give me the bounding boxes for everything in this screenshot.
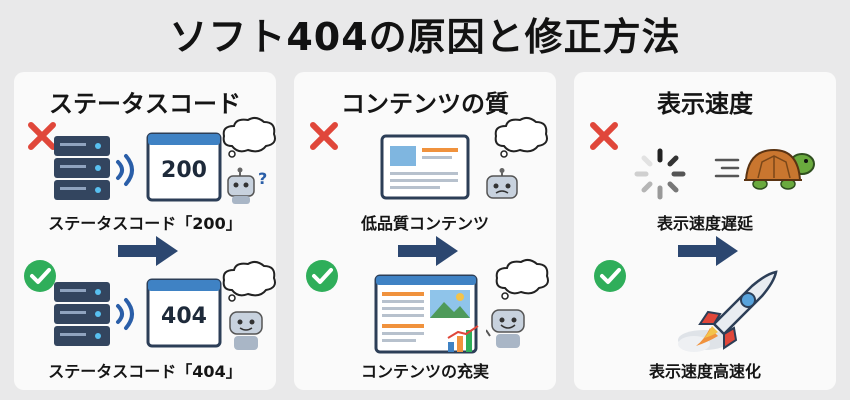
server-icon	[54, 136, 110, 200]
speed-lines-icon	[714, 158, 740, 178]
cross-icon	[310, 122, 338, 150]
page-title: ソフト404の原因と修正方法	[169, 15, 681, 59]
rocket-icon	[678, 270, 778, 352]
status-code-200: 200	[161, 158, 207, 183]
check-icon	[24, 260, 56, 292]
turtle-icon	[744, 148, 815, 190]
panel-display-speed: 表示速度 表示速度遅延	[574, 72, 836, 390]
server-icon	[54, 282, 110, 346]
thought-bubble-icon	[222, 260, 276, 302]
cross-icon	[590, 122, 618, 150]
robot-icon: ?	[227, 167, 267, 204]
robot-icon	[486, 168, 518, 199]
good-caption: ステータスコード「404」	[48, 362, 242, 381]
check-icon	[594, 260, 626, 292]
document-icon	[374, 274, 478, 354]
loading-spinner-icon	[634, 148, 686, 200]
arrow-right-icon	[118, 236, 178, 266]
good-caption: 表示速度高速化	[648, 362, 761, 381]
arrow-right-icon	[678, 236, 738, 266]
cross-icon	[28, 122, 56, 150]
browser-window-icon	[146, 278, 222, 348]
thought-bubble-icon	[222, 116, 276, 158]
status-code-404: 404	[161, 304, 207, 329]
panel-heading: 表示速度	[657, 90, 753, 118]
check-icon	[306, 260, 338, 292]
thought-bubble-icon	[494, 116, 548, 158]
wifi-icon	[116, 298, 134, 330]
chart-icon	[447, 325, 479, 352]
browser-window-icon	[146, 132, 222, 202]
bad-caption: 低品質コンテンツ	[360, 214, 489, 233]
bad-caption: 表示速度遅延	[656, 214, 753, 233]
thought-bubble-icon	[495, 258, 549, 300]
wifi-icon	[116, 154, 134, 186]
panel-content-quality: コンテンツの質 低品質コンテンツ	[294, 72, 556, 390]
panel-status-code: ステータスコード 200 ? ステータスコード「200」	[14, 72, 276, 390]
robot-icon	[486, 309, 525, 348]
robot-icon	[229, 311, 263, 350]
panel-heading: ステータスコード	[49, 90, 241, 118]
svg-text:?: ?	[258, 169, 267, 188]
bad-caption: ステータスコード「200」	[48, 214, 242, 233]
panel-heading: コンテンツの質	[341, 90, 509, 118]
good-caption: コンテンツの充実	[360, 362, 489, 381]
document-icon	[380, 134, 470, 200]
arrow-right-icon	[398, 236, 458, 266]
